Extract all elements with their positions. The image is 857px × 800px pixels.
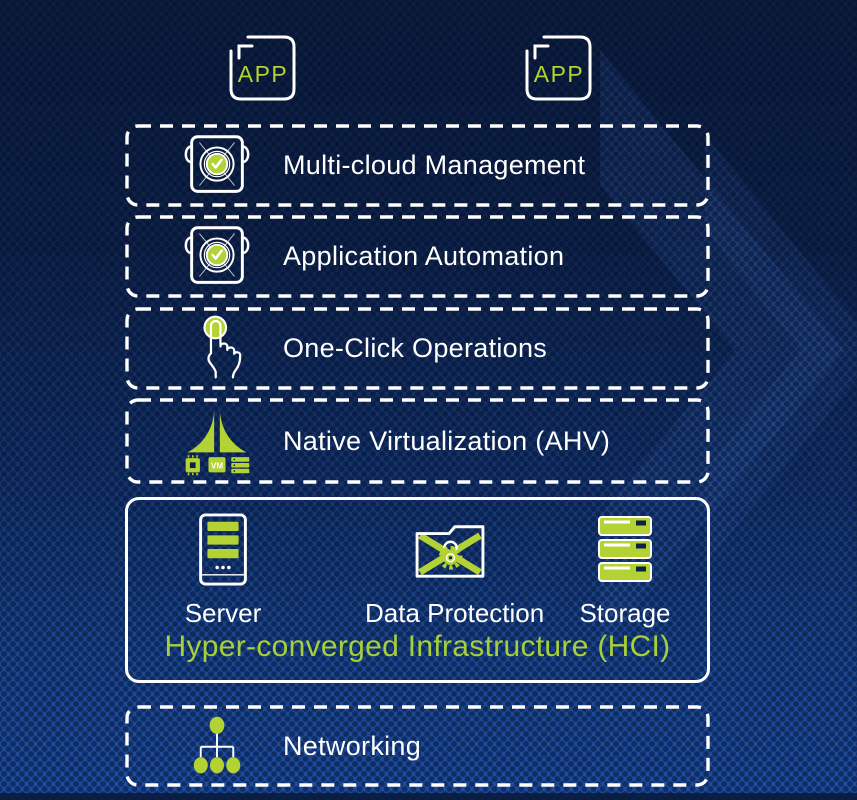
hci-item-label: Server [184,598,262,628]
layer-application-automation: Application Automation [125,215,710,298]
vm-label: VM [211,462,223,471]
storage-stack-icon [540,510,710,590]
ahv-arch-icon: VM [175,403,259,479]
layer-label: Multi-cloud Management [283,150,586,180]
hci-item-storage: Storage [540,510,710,629]
app-box-label: APP [238,61,289,87]
layer-networking: Networking [125,705,710,787]
hci-item-server: Server [138,510,308,629]
blueprint-check-icon [175,127,259,205]
layer-native-virtualization: VM Native Virtualization (AHV) [125,398,710,484]
layer-label: Application Automation [283,241,565,271]
one-click-tap-icon [175,312,259,386]
layer-label: Native Virtualization (AHV) [283,425,611,456]
mini-server-glyph [231,457,250,474]
layer-multi-cloud-management: Multi-cloud Management [125,124,710,207]
server-tower-icon [138,510,308,590]
vm-box-glyph: VM [208,457,226,473]
protected-folder-icon [365,510,535,590]
app-icon: APP [525,35,592,101]
app-box-2: APP [523,33,594,103]
layer-label: One-Click Operations [283,333,548,363]
hci-item-label: Storage [579,598,671,628]
network-tree-icon [175,714,259,778]
bottom-edge-strip [0,793,857,800]
blueprint-check-icon [175,218,259,296]
layer-one-click-operations: One-Click Operations [125,307,710,390]
hci-box: Server Data Protection [125,497,710,683]
app-icon: APP [229,35,296,101]
layer-label: Networking [283,730,422,761]
cpu-chip-glyph [185,455,200,476]
hci-item-label: Data Protection [365,598,545,628]
app-box-1: APP [227,33,298,103]
app-box-label: APP [534,61,585,87]
hci-item-data-protection: Data Protection [365,510,545,629]
hci-title: Hyper-converged Infrastructure (HCI) [164,630,671,663]
